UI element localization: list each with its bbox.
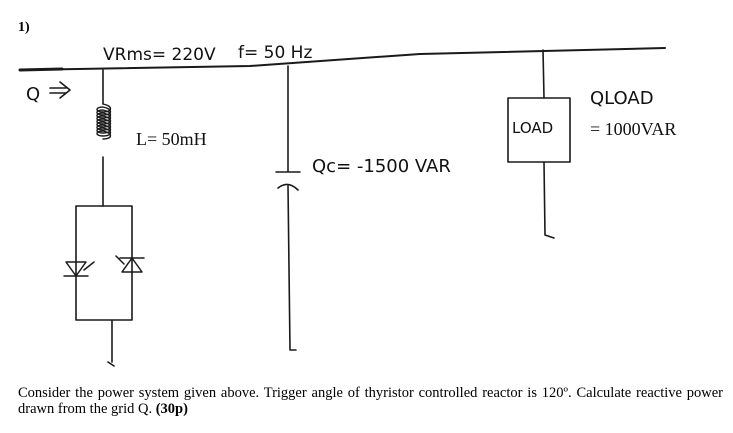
- capacitor-top-plate: [275, 65, 301, 173]
- load-box: [507, 97, 571, 163]
- bus-start-segment: [18, 67, 64, 72]
- capacitor-label: Qc= -1500 VAR: [312, 156, 451, 177]
- vrms-label: VRms= 220V: [103, 45, 216, 65]
- tcr-ground-wire: [107, 319, 115, 367]
- question-text-block: Consider the power system given above. T…: [18, 385, 723, 417]
- thyristor-frame: [75, 205, 133, 321]
- load-bottom-wire: [543, 161, 555, 239]
- question-points: (30p): [155, 401, 188, 417]
- q-arrow-icon: [49, 81, 71, 99]
- load-box-label: LOAD: [512, 119, 553, 137]
- inductor-coil: [96, 103, 112, 140]
- qload-title-label: QLOAD: [590, 88, 654, 109]
- freq-label: f= 50 Hz: [238, 43, 312, 63]
- thyristor-left-icon: [63, 261, 95, 277]
- question-number: 1): [18, 20, 30, 35]
- thyristor-right-icon: [115, 255, 145, 273]
- question-text: Consider the power system given above. T…: [18, 385, 723, 417]
- load-top-wire: [542, 49, 545, 99]
- q-grid-label: Q: [26, 84, 40, 105]
- qload-value-label: = 1000VAR: [590, 119, 676, 139]
- capacitor-bottom-plate: [277, 183, 299, 351]
- inductor-label: L= 50mH: [136, 129, 207, 149]
